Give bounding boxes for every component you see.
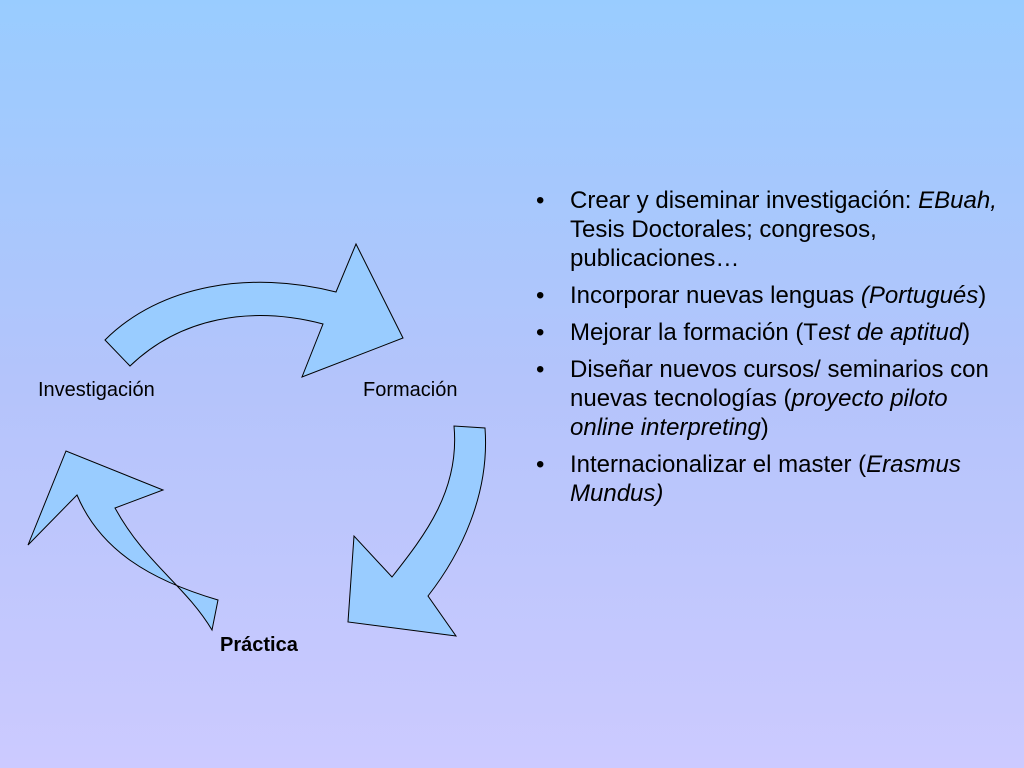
bullet-text-tail: Tesis Doctorales; congresos, publicacion… [570, 216, 877, 272]
arrow-practica-to-investigacion [27, 450, 219, 632]
bullet-text: Crear y diseminar investigación: [570, 187, 919, 214]
bullet-item: • Internacionalizar el master (Erasmus Mu… [530, 450, 1000, 508]
cycle-diagram [27, 242, 487, 637]
bullet-text: Diseñar nuevos cursos/ seminarios con nu… [570, 356, 989, 412]
bullet-item: • Crear y diseminar investigación: EBuah,… [530, 186, 1000, 273]
bullet-italic-text: est de aptitud [818, 319, 963, 346]
arrow-investigacion-to-formacion [104, 242, 404, 378]
bullet-text-tail: ) [760, 414, 769, 441]
bullet-italic-text: (Portugués [860, 282, 979, 309]
bullet-text-tail: ) [978, 282, 987, 309]
bullet-item: • Mejorar la formación (Test de aptitud) [530, 318, 1000, 347]
bullet-text: Incorporar nuevas lenguas [570, 282, 861, 309]
bullet-dot: • [536, 187, 545, 214]
bullet-italic-text: Erasmus Mundus) [570, 451, 961, 507]
bullet-dot: • [536, 319, 545, 346]
bullet-text-tail: ) [962, 319, 971, 346]
cycle-node-formacion: Formación [363, 379, 458, 401]
bullet-text: Internacionalizar el master ( [570, 451, 867, 478]
cycle-node-practica: Práctica [220, 634, 298, 656]
bullet-item: • Diseñar nuevos cursos/ seminarios con n… [530, 355, 1000, 442]
bullet-text: Mejorar la formación (T [570, 319, 819, 346]
bullet-italic-text: EBuah, [918, 187, 997, 214]
cycle-node-investigacion: Investigación [38, 379, 155, 401]
bullet-dot: • [536, 356, 545, 383]
bullet-dot: • [536, 282, 545, 309]
goals-bullet-list: • Crear y diseminar investigación: EBuah,… [530, 186, 1000, 516]
bullet-item: • Incorporar nuevas lenguas (Portugués) [530, 281, 1000, 310]
bullet-dot: • [536, 451, 545, 478]
bullet-italic-text: proyecto piloto online interpreting [570, 385, 948, 441]
arrow-formacion-to-practica [347, 425, 487, 637]
